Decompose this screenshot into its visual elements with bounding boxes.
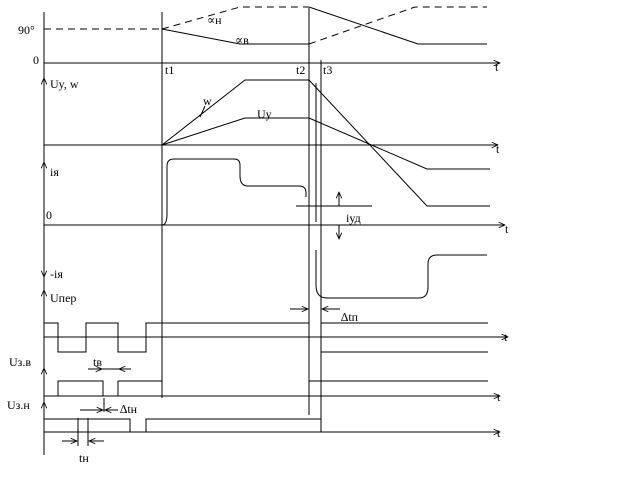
label-w: w	[203, 94, 212, 108]
label-t-panel5: t	[497, 390, 501, 404]
label-dt-p: ∆tп	[341, 310, 359, 324]
label-uy: Uy	[257, 107, 272, 121]
u-per-pulse-train	[44, 322, 309, 353]
label-uy-w: Uy, w	[50, 77, 79, 91]
label-t-panel2: t	[496, 142, 500, 156]
label-u-per: Uпер	[50, 291, 76, 305]
alpha-n-curve	[161, 6, 309, 30]
label-t-v: tв	[93, 355, 102, 369]
label-t3: t3	[323, 63, 332, 77]
alpha-v-curve	[161, 28, 309, 45]
label-i-ya: iя	[50, 165, 59, 179]
label-u-zv: Uз.в	[9, 355, 31, 369]
label-alpha-n: ∝н	[207, 13, 222, 27]
label-t-panel3: t	[505, 222, 509, 236]
u-zn-pulse-train	[44, 418, 321, 433]
label-neg-i-ya: -iя	[50, 267, 63, 281]
label-t-panel6: t	[497, 426, 501, 440]
label-t-panel4: t	[504, 330, 508, 344]
w-curve	[161, 79, 490, 207]
label-i-ud: iуд	[346, 211, 361, 225]
label-dt-n: ∆tн	[120, 402, 138, 416]
i-ya-negative-curve	[315, 83, 487, 299]
w-leader-line	[199, 105, 206, 118]
label-t1: t1	[165, 63, 174, 77]
label-alpha-v: ∝в	[235, 33, 249, 47]
label-t-panel1: t	[495, 60, 499, 74]
label-90-degrees: 90°	[18, 23, 35, 37]
uy-curve	[161, 117, 490, 170]
u-zv-pulse-train	[57, 380, 162, 397]
alpha-v-curve-return	[308, 6, 487, 45]
label-t2: t2	[296, 63, 305, 77]
i-ya-positive-curve	[161, 158, 307, 226]
label-t-n: tн	[79, 451, 89, 465]
label-u-zn: Uз.н	[7, 398, 30, 412]
alpha-n-curve-return	[308, 6, 487, 45]
label-zero-mid: 0	[46, 208, 52, 222]
label-zero-top: 0	[33, 53, 39, 67]
